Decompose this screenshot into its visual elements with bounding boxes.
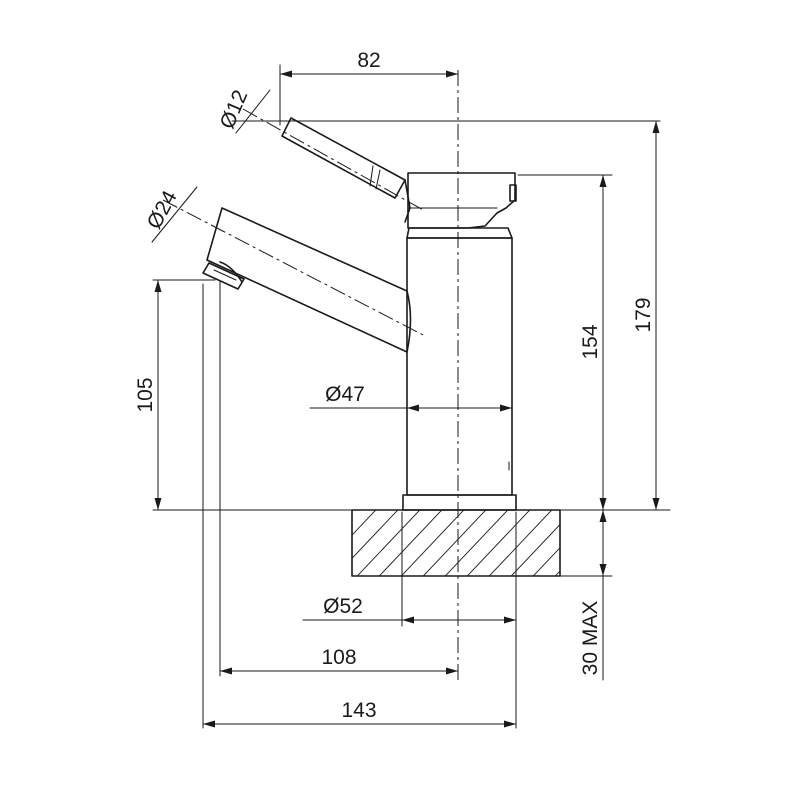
dim-spout-reach: 108 <box>321 646 356 669</box>
centre-lines <box>162 70 459 680</box>
dim-max-deck-thickness: 30 MAX <box>579 601 602 676</box>
dim-body-diameter: Ø47 <box>325 383 365 406</box>
dim-spout-height: 105 <box>134 377 157 412</box>
hatch-line <box>422 510 487 576</box>
dim-total-height: 179 <box>632 297 655 332</box>
dim-handle-length: 82 <box>357 49 380 72</box>
dim-base-diameter: Ø52 <box>323 595 363 618</box>
hatch-line <box>378 510 443 576</box>
hatch-line <box>532 547 560 576</box>
dim-handle-diameter: Ø12 <box>216 87 253 133</box>
hatch-line <box>356 510 421 576</box>
hatch-line <box>352 510 399 559</box>
hatch-line <box>608 495 698 590</box>
dim-spout-diameter: Ø24 <box>143 187 182 233</box>
hatch-line <box>400 510 465 576</box>
hatch-line <box>352 510 377 536</box>
dim-total-depth: 143 <box>341 699 376 722</box>
faucet-body <box>402 172 517 511</box>
dimension-labels: 82 Ø12 Ø24 105 Ø47 154 179 Ø52 30 MAX 10… <box>134 49 655 722</box>
hatch-line <box>554 570 560 576</box>
hatch-line <box>510 523 560 576</box>
hatch-line <box>488 510 553 576</box>
dimension-lines <box>151 70 660 728</box>
hatch-line <box>444 510 509 576</box>
hatch-line <box>466 510 531 576</box>
lever-handle <box>281 117 411 223</box>
dim-body-height: 154 <box>579 324 602 359</box>
hatch-line <box>630 495 720 590</box>
spout <box>202 207 412 353</box>
